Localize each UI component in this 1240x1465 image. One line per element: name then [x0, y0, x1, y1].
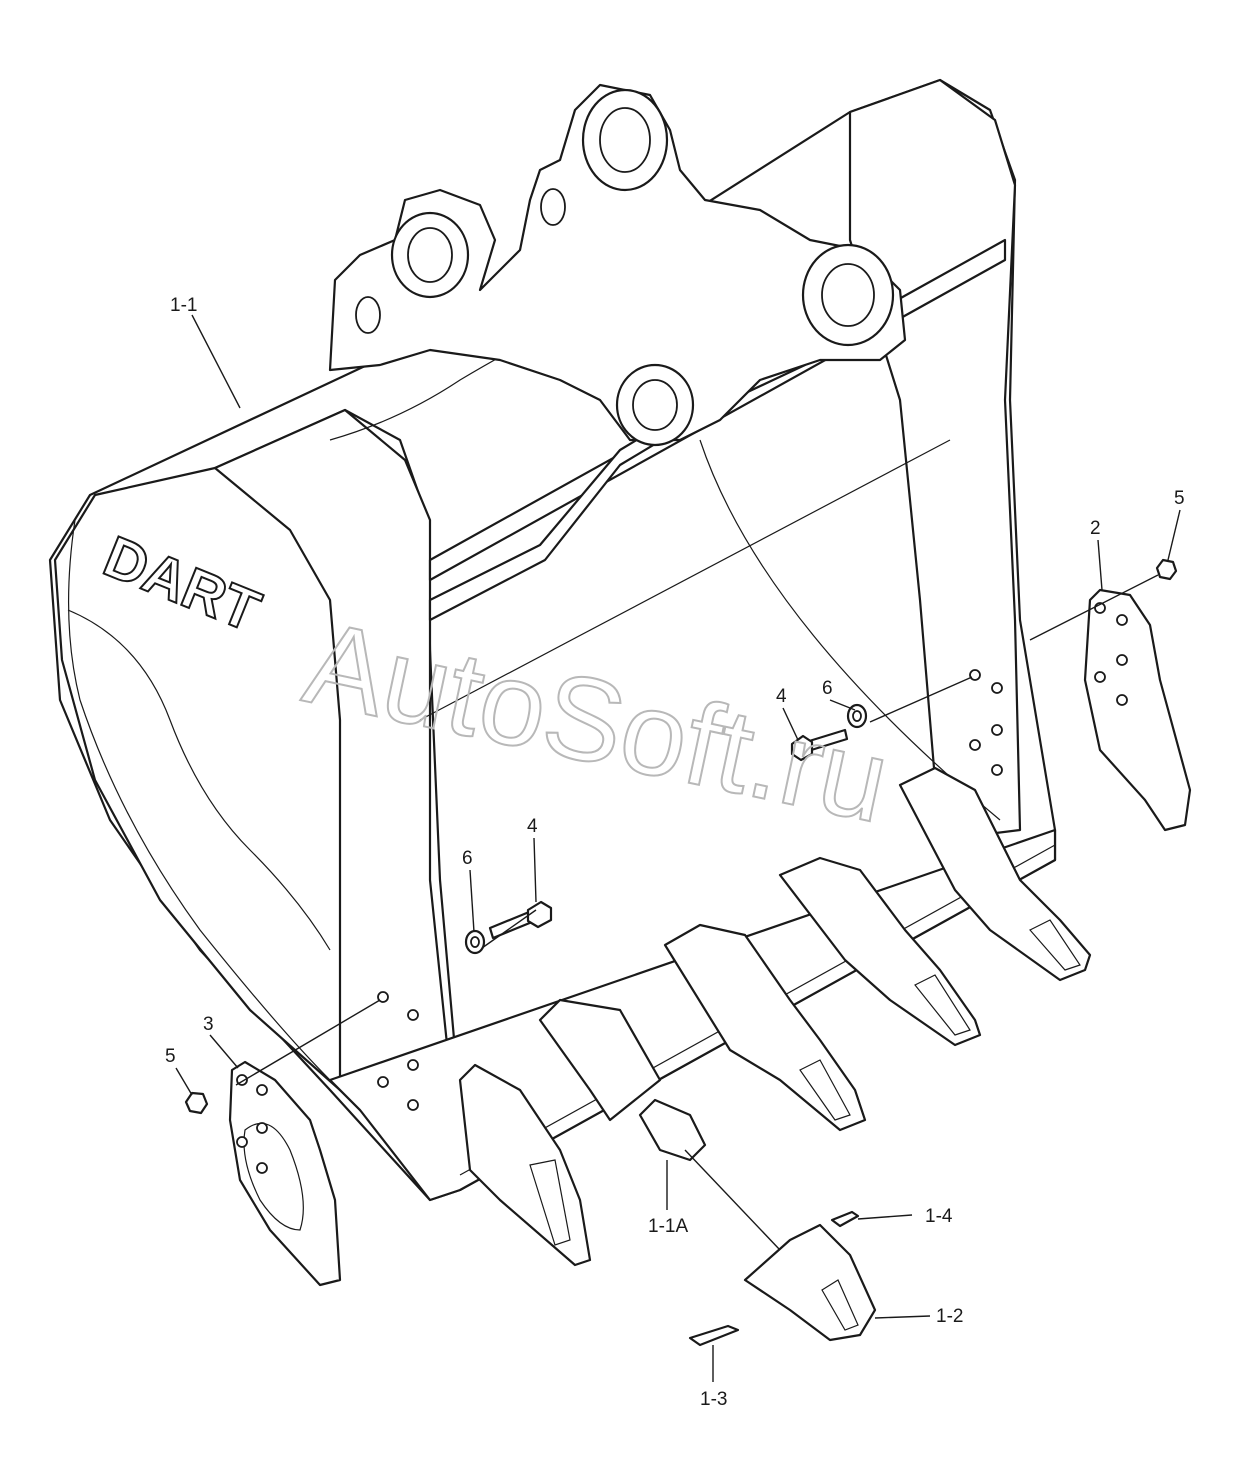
callout-6-lower: 6: [462, 848, 473, 869]
tooth-5: [898, 766, 1092, 982]
bolt-upper: [790, 728, 849, 762]
tooth-1: [458, 1063, 592, 1267]
callout-1-4: 1-4: [925, 1206, 953, 1227]
callout-4-upper: 4: [776, 686, 787, 707]
callout-1-1: 1-1: [170, 295, 197, 316]
tooth-4: [778, 856, 982, 1047]
adapter-1-1a: [638, 1098, 707, 1162]
callout-6-upper: 6: [822, 678, 833, 699]
hardware: [184, 558, 1178, 1347]
tooth-2: [538, 998, 662, 1122]
callout-4-lower: 4: [527, 816, 538, 837]
side-cutter-left: [228, 1060, 342, 1287]
callout-3: 3: [203, 1014, 214, 1035]
tooth-3: [663, 923, 867, 1132]
hanger-brackets: [328, 83, 907, 447]
leader-lines: [175, 314, 1181, 1382]
side-cutter-right: [1083, 588, 1192, 832]
callout-5-left: 5: [165, 1046, 176, 1067]
callout-1-1a: 1-1A: [648, 1216, 688, 1237]
callout-labels: 1-1 2 5 4 6 4 6 3 5 1-1A 1-4 1-2 1-3: [165, 295, 1185, 1410]
tooth-tip-1-2: [743, 1223, 877, 1342]
callout-1-2: 1-2: [936, 1306, 963, 1327]
callout-2: 2: [1090, 518, 1101, 539]
nut-right: [1155, 558, 1178, 581]
tooth-row: [458, 766, 1092, 1267]
callout-1-3: 1-3: [700, 1389, 727, 1410]
retainer-1-4: [830, 1210, 860, 1228]
pin-1-3: [688, 1324, 740, 1347]
side-cutter-bolt-holes: [377, 669, 1003, 1111]
nut-left: [184, 1091, 209, 1115]
callout-5-right: 5: [1174, 488, 1185, 509]
